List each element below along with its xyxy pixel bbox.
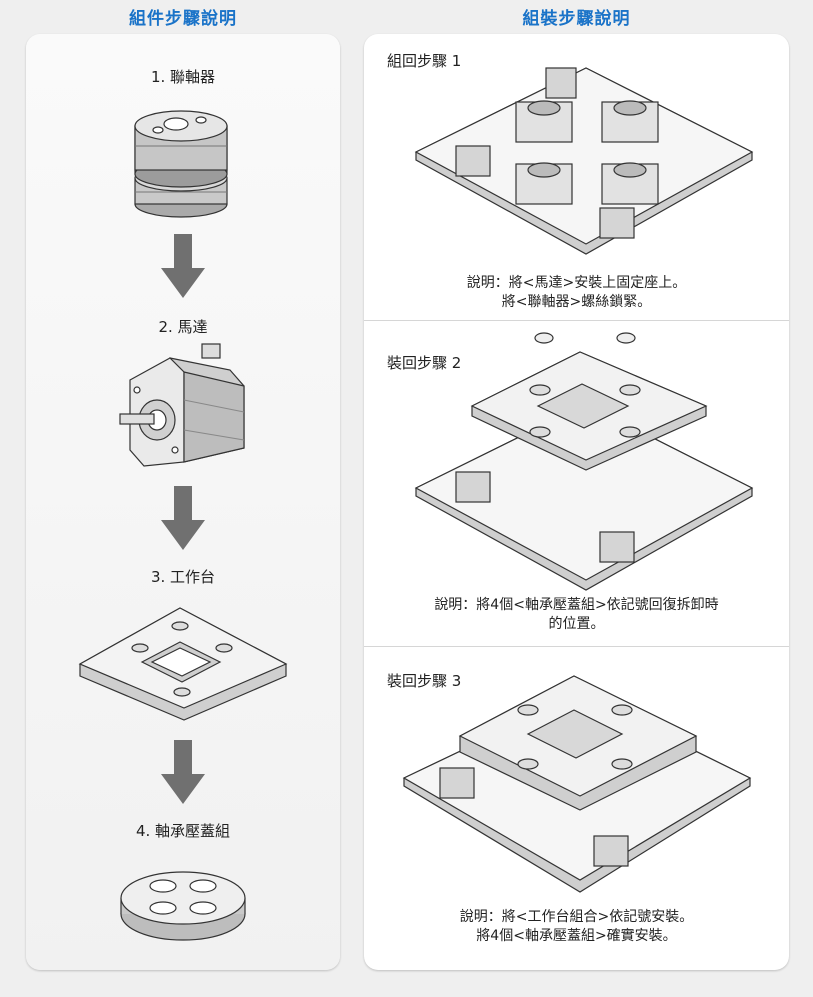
down-arrow-3 [161,740,205,804]
components-heading: 組件步驟說明 [129,9,237,29]
step-1-desc-line-2: 將<聯軸器>螺絲鎖緊。 [501,294,652,310]
components-panel: 1. 聯軸器 2. 馬達 [26,34,340,970]
step-2-desc-line-2: 的位置。 [548,616,605,632]
component-label-bearing-cover: 4. 軸承壓蓋組 [135,822,231,840]
step-1-desc-line-1: 說明：將<馬達>安裝上固定座上。 [466,275,687,291]
down-arrow-2 [161,486,205,550]
step-divider-1 [364,320,789,321]
coupling-icon [134,110,228,218]
worktable-plate-icon [78,607,288,721]
down-arrow-1 [161,234,205,298]
step-2-title: 裝回步驟 2 [387,354,462,372]
component-label-worktable: 3. 工作台 [150,568,216,586]
step-3-desc-line-2: 將4個<軸承壓蓋組>確實安裝。 [476,928,677,944]
step-3-title: 裝回步驟 3 [387,672,462,690]
stepper-motor-icon [119,343,245,467]
step-1-description: 說明：將<馬達>安裝上固定座上。 將<聯軸器>螺絲鎖緊。 [364,274,789,312]
step-2-description: 說明：將4個<軸承壓蓋組>依記號回復拆卸時 的位置。 [364,596,789,634]
assembly-heading: 組裝步驟說明 [522,9,631,29]
bearing-cover-icon [120,871,246,941]
step-3-description: 說明：將<工作台組合>依記號安裝。 將4個<軸承壓蓋組>確實安裝。 [364,908,789,946]
assembly-panel: 組回步驟 1 說明：將<馬達>安裝上固定座上。 將<聯軸器>螺絲鎖緊。 裝回步驟… [364,34,789,970]
step-1-title: 組回步驟 1 [387,52,462,70]
step-divider-2 [364,646,789,647]
step-2-assembly-illustration [414,332,754,591]
step-1-assembly-illustration [414,67,754,255]
step-2-desc-line-1: 說明：將4個<軸承壓蓋組>依記號回復拆卸時 [434,597,719,613]
step-3-assembly-illustration [402,675,752,893]
component-label-coupling: 1. 聯軸器 [150,68,216,86]
step-3-desc-line-1: 說明：將<工作台組合>依記號安裝。 [459,909,694,925]
component-label-motor: 2. 馬達 [158,318,208,336]
